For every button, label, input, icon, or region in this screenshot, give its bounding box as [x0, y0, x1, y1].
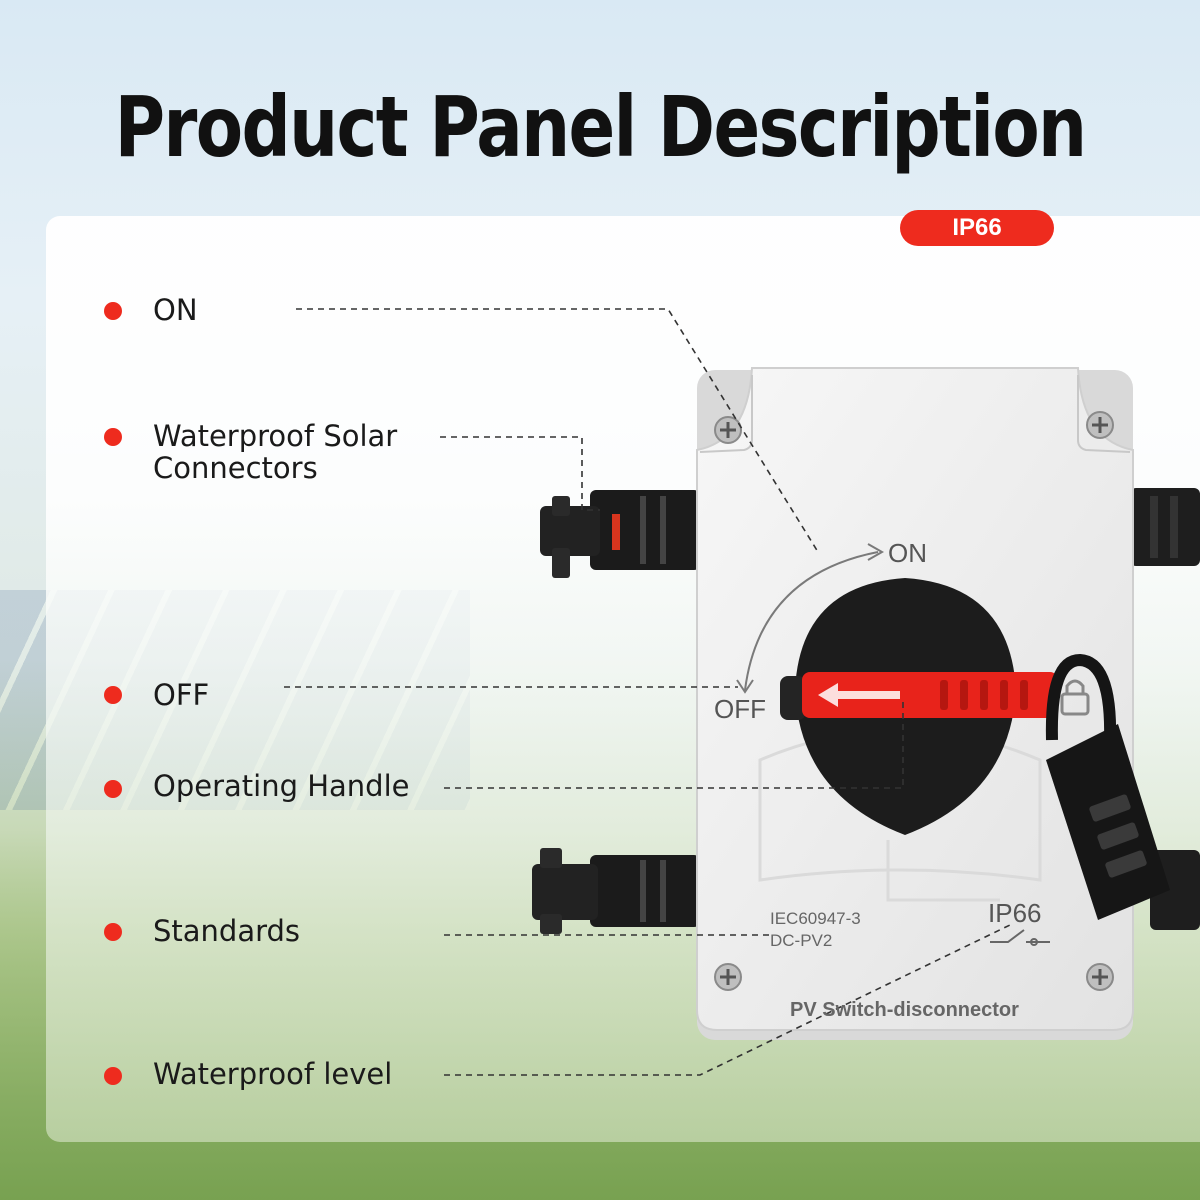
rotation-arc	[744, 551, 879, 691]
bullet-icon	[104, 686, 122, 704]
arrow-off-icon	[736, 679, 754, 694]
feature-label-on: ON	[153, 293, 198, 327]
screw-icon	[714, 963, 742, 991]
top-solar-connector	[540, 490, 700, 578]
device-name: PV Switch-disconnector	[790, 999, 1019, 1021]
combination-padlock	[1045, 653, 1170, 920]
feature-label-connectors-line2: Connectors	[153, 451, 318, 485]
screw-icon	[1086, 963, 1114, 991]
bullet-icon	[104, 780, 122, 798]
leader-line-handle	[444, 700, 904, 789]
device-standard-line2: DC-PV2	[770, 931, 832, 950]
feature-label-connectors-line1: Waterproof Solar	[153, 419, 398, 453]
leader-lines	[284, 308, 1011, 1076]
right-cable-top	[1130, 488, 1200, 566]
leader-line-waterproof	[444, 924, 1011, 1076]
bottom-solar-connector	[532, 848, 700, 934]
bullet-icon	[104, 428, 122, 446]
lock-icon	[1060, 679, 1090, 716]
feature-label-handle: Operating Handle	[153, 769, 410, 803]
device-standard-line1: IEC60947-3	[770, 909, 861, 928]
device-on-label: ON	[888, 538, 927, 568]
feature-label-connectors: Waterproof Solar Connectors	[153, 420, 397, 484]
bullet-icon	[104, 923, 122, 941]
switch-symbol-icon	[990, 929, 1050, 946]
feature-label-off: OFF	[153, 678, 210, 712]
feature-label-waterproof: Waterproof level	[153, 1057, 393, 1091]
ip-rating-badge: IP66	[900, 210, 1054, 246]
page-title: Product Panel Description	[114, 78, 1087, 176]
device-off-label: OFF	[714, 694, 766, 724]
feature-label-standards: Standards	[153, 914, 301, 948]
bullet-icon	[104, 1067, 122, 1085]
leader-line-on	[296, 308, 819, 553]
arrow-on-icon	[867, 543, 885, 561]
operating-handle	[802, 672, 1058, 718]
screw-icon	[714, 416, 742, 444]
screw-icon	[1086, 411, 1114, 439]
leader-line-connectors	[440, 436, 600, 511]
bullet-icon	[104, 302, 122, 320]
arrow-left-icon	[818, 683, 900, 707]
device-ip-rating: IP66	[988, 898, 1042, 928]
